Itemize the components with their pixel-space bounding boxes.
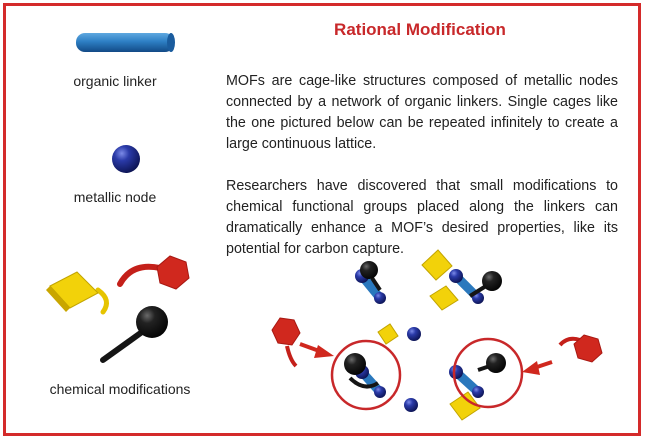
metal-node-icon [112, 145, 140, 173]
black-ball-icon [136, 306, 168, 338]
organic-linker-label: organic linker [73, 73, 157, 89]
metallic-node-label: metallic node [73, 189, 157, 205]
arrow-icon [522, 360, 553, 375]
modification-paragraph: Researchers have discovered that small m… [226, 178, 618, 257]
intro-paragraph: MOFs are cage-like structures composed o… [226, 73, 618, 152]
linker-rod-icon [76, 33, 175, 52]
yellow-diamond-icon [46, 271, 99, 312]
mof-cage-icon [344, 249, 506, 421]
highlight-circle-icon [330, 337, 524, 411]
chemical-modifications-icon [46, 255, 190, 363]
red-hexagon-icon [558, 334, 603, 363]
chemical-modifications-label: chemical modifications [49, 381, 191, 397]
arrow-icon [299, 342, 334, 358]
red-hexagon-icon [271, 317, 301, 368]
red-hexagon-icon [156, 255, 190, 290]
diagram-title: Rational Modification [334, 20, 506, 39]
